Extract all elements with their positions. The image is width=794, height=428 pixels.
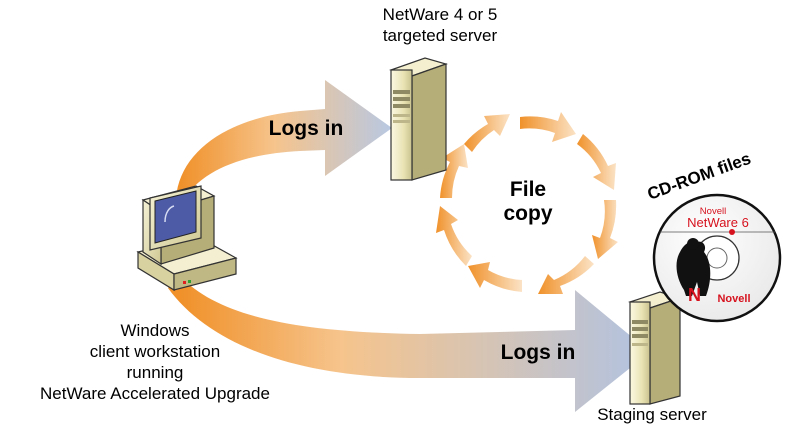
cdrom-disc-icon: N Novell NetWare 6 Novell CD-ROM files (645, 149, 782, 323)
logs-in-arrow-top (176, 80, 392, 200)
file-copy-label-line1: File (509, 178, 547, 201)
workstation-label-line1: Windows (120, 321, 190, 340)
target-server-label-line1: NetWare 4 or 5 (382, 5, 498, 24)
cdrom-caption: CD-ROM files (645, 149, 754, 204)
logs-in-bottom-label: Logs in (500, 341, 576, 364)
file-copy-label-line2: copy (503, 202, 553, 225)
target-server-icon (389, 57, 448, 181)
workstation-label: Windows client workstation running NetWa… (0, 320, 310, 404)
workstation-computer-icon (136, 185, 238, 292)
workstation-label-line2: client workstation (89, 342, 221, 361)
staging-server-icon (628, 291, 682, 405)
file-copy-label: File copy (468, 178, 588, 226)
logs-in-arrow-bottom (168, 276, 650, 412)
file-copy-cycle (436, 112, 618, 294)
disc-product-name: NetWare 6 (687, 215, 749, 230)
logs-in-top-label: Logs in (268, 117, 344, 140)
workstation-label-line4: NetWare Accelerated Upgrade (40, 384, 270, 403)
disc-brand-top: Novell (700, 206, 726, 217)
target-server-label-line2: targeted server (382, 26, 498, 45)
disc-logo-letter: N (688, 285, 701, 305)
target-server-label: NetWare 4 or 5 targeted server (355, 4, 525, 46)
disc-brand-bottom: Novell (717, 293, 750, 305)
staging-server-label: Staging server (597, 405, 707, 424)
workstation-label-line3: running (126, 363, 184, 382)
